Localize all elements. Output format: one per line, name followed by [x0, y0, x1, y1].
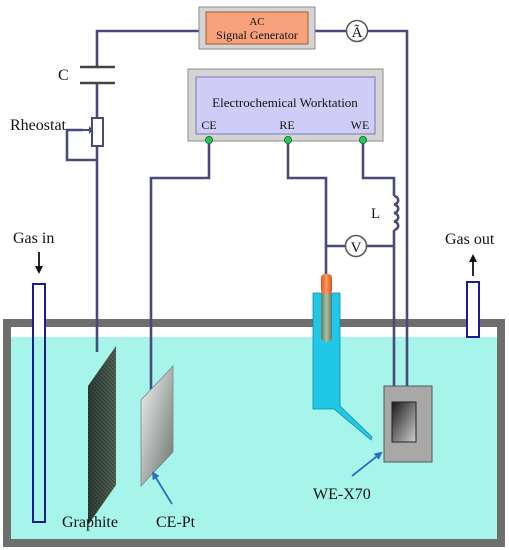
- signal-generator-line2: Signal Generator: [216, 28, 298, 42]
- workstation-title: Electrochemical Worktation: [212, 95, 358, 110]
- ammeter-symbol: Ã: [352, 25, 363, 41]
- counter-electrode-arrow: [151, 471, 173, 505]
- inductor: L: [371, 194, 400, 232]
- ac-signal-generator: AC Signal Generator: [198, 6, 316, 50]
- graphite-texture: [88, 346, 116, 525]
- terminal-dot-ce: [204, 135, 213, 144]
- voltmeter-symbol: V: [351, 240, 362, 256]
- electrochemical-workstation: Electrochemical Worktation CE RE WE: [187, 68, 384, 144]
- signal-generator-panel: [205, 11, 309, 45]
- voltmeter: V: [344, 234, 368, 258]
- tank-headspace: [11, 327, 497, 337]
- terminal-dot-we: [358, 135, 367, 144]
- gas-in-tube-submerged: [34, 337, 44, 521]
- reference-electrode-tip: [321, 274, 332, 294]
- platinum-counter-electrode: [140, 364, 174, 488]
- reference-electrode-body: [321, 290, 332, 342]
- capacitor-label: C: [58, 67, 69, 84]
- graphite-electrode: [88, 346, 116, 525]
- working-electrode: [383, 385, 433, 463]
- terminal-label-re: RE: [279, 118, 294, 132]
- rheostat-label: Rheostat: [10, 117, 67, 134]
- circuit-wires: [65, 29, 409, 403]
- reference-electrode: [312, 274, 373, 441]
- counter-electrode-label: CE-Pt: [156, 514, 196, 531]
- gas-out-label: Gas out: [445, 231, 495, 248]
- ammeter-circle: [345, 19, 369, 43]
- inductor-label: L: [371, 206, 380, 222]
- working-electrode-label: WE-X70: [313, 486, 371, 503]
- terminal-label-ce: CE: [201, 118, 216, 132]
- working-electrode-sample: [391, 401, 417, 443]
- working-electrode-arrow: [351, 451, 383, 477]
- voltmeter-circle: [344, 234, 368, 258]
- terminal-label-we: WE: [351, 118, 370, 132]
- rheostat: Rheostat: [10, 117, 104, 147]
- workstation-panel: [195, 76, 376, 135]
- rheostat-body: [91, 117, 104, 147]
- gas-out-tube: [466, 281, 480, 338]
- graphite-label: Graphite: [62, 514, 118, 531]
- capacitor: C: [58, 65, 115, 85]
- signal-generator-line1: AC: [249, 16, 264, 28]
- ammeter: Ã: [345, 19, 369, 43]
- gas-in-label: Gas in: [13, 230, 54, 247]
- terminal-dot-re: [283, 135, 292, 144]
